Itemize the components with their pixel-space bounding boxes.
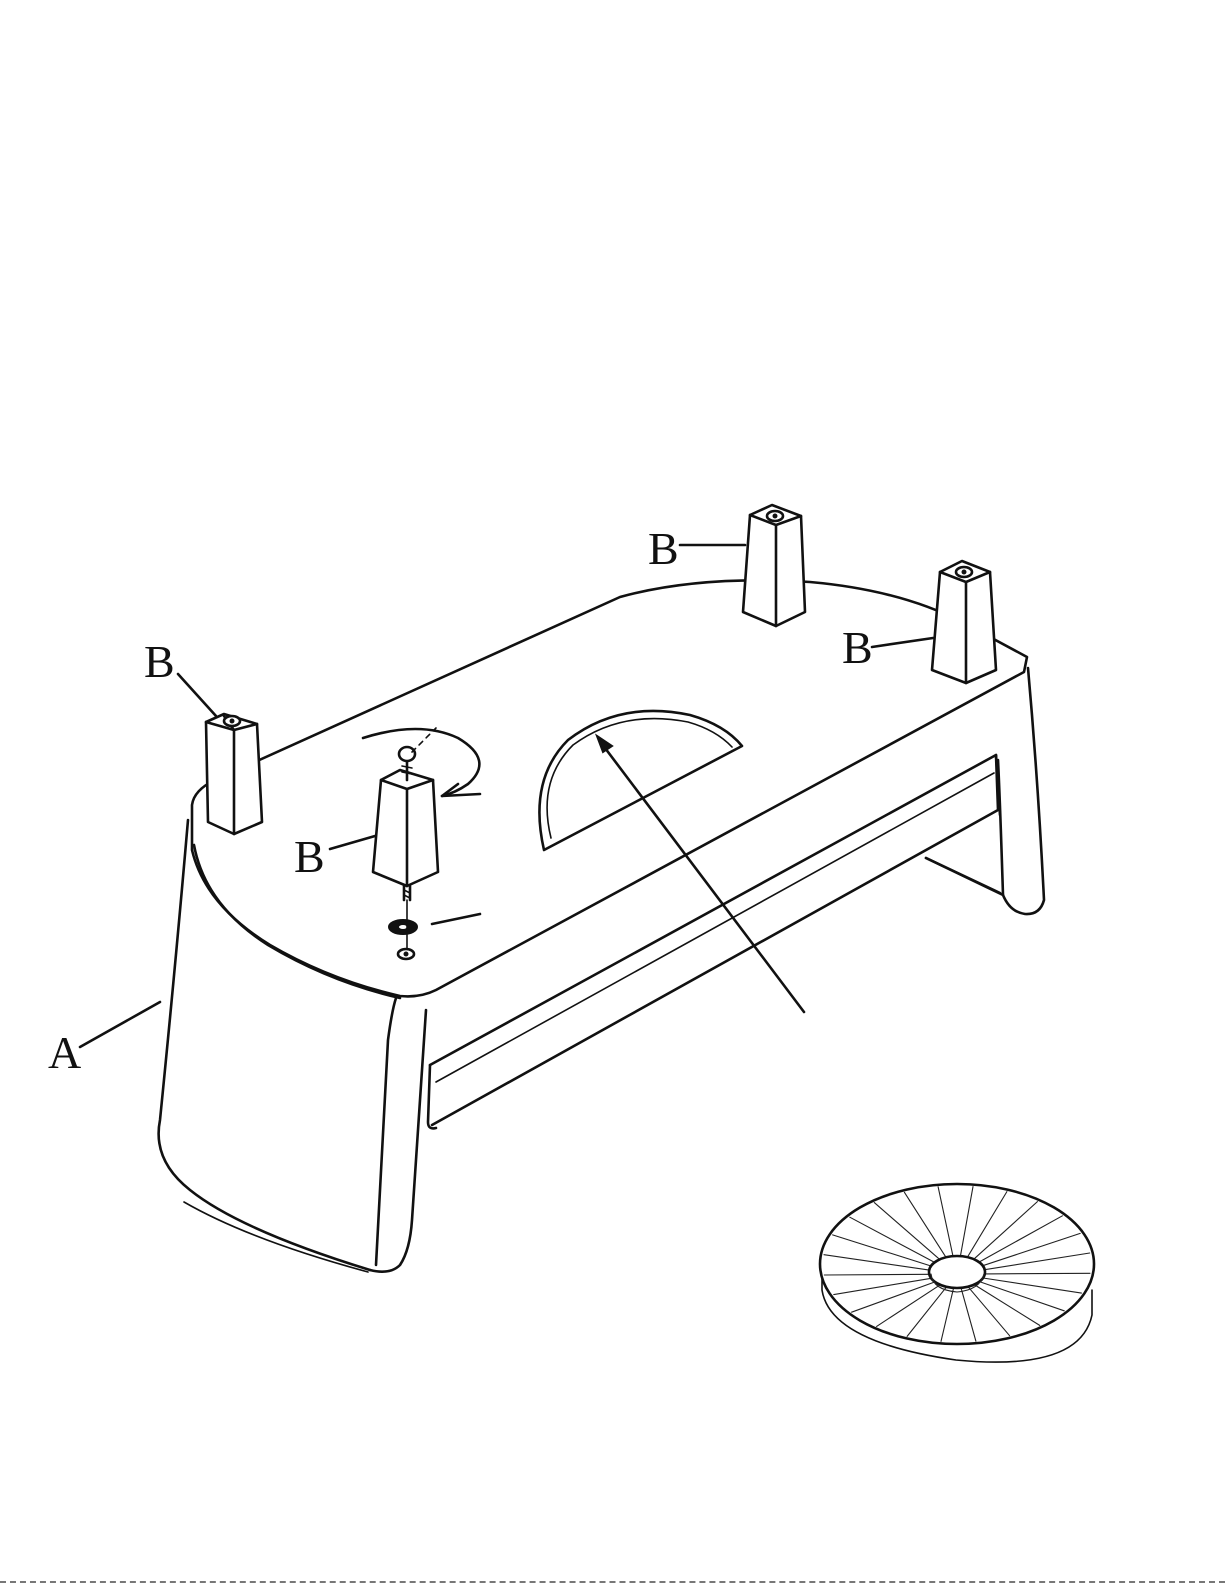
callout-b-front-middle: B xyxy=(294,831,325,882)
page-bottom-rule xyxy=(0,1581,1225,1583)
callout-a: A xyxy=(48,1027,81,1078)
leg-back-middle xyxy=(743,505,805,626)
callout-b-front-left: B xyxy=(144,636,175,687)
callout-b-back-middle: B xyxy=(648,523,679,574)
disc-segment-line xyxy=(824,1274,929,1275)
washer xyxy=(389,920,417,934)
leader-line-b-front-left xyxy=(178,674,216,716)
callout-b-back-right: B xyxy=(842,622,873,673)
mounting-hole xyxy=(398,949,414,959)
disc-segment-line xyxy=(985,1273,1090,1274)
leg-front-left xyxy=(206,714,262,834)
spacer-disc xyxy=(820,1184,1094,1362)
leg-back-right xyxy=(932,561,996,683)
leader-line-a xyxy=(80,1002,160,1047)
